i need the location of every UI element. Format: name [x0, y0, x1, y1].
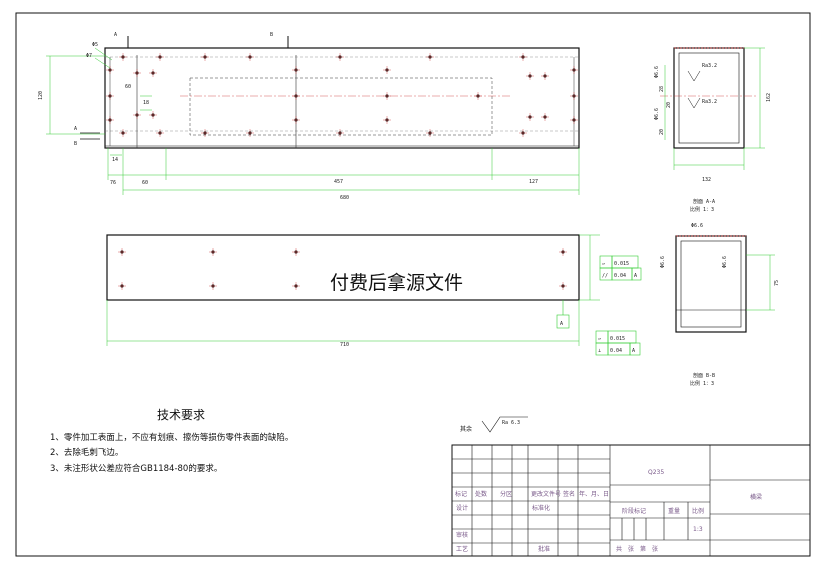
datum-frame: [556, 314, 570, 329]
section-b-b-dim2: Φ6.6: [691, 223, 703, 229]
tol4-datum: A: [632, 348, 635, 354]
datum-label: A: [560, 321, 563, 327]
dim-bottom-small: 14: [112, 157, 118, 163]
tb-sheets: 共 张 第 张: [616, 545, 658, 553]
title-block-material: Q235: [648, 469, 664, 476]
front-view-outline: [104, 47, 580, 149]
title-block-part-name: 横梁: [750, 493, 762, 501]
section-b-b-scale: 比例 1：3: [690, 380, 714, 387]
tol2-value: 0.04: [614, 273, 626, 279]
watermark-text: 付费后拿源文件: [330, 271, 463, 294]
dim-hole-spacing: 60: [125, 84, 131, 90]
dim-bottom-overall: 710: [340, 342, 349, 348]
section-a-a-dim4: 20: [666, 102, 672, 108]
ra-aa-2: Ra3.2: [702, 99, 717, 105]
tb-scale-label: 比例: [692, 507, 704, 515]
section-a-a-scale: 比例 1：3: [690, 206, 714, 213]
tb-label-date: 年、月、日: [579, 490, 609, 498]
dim-left-offset: 76: [110, 180, 116, 186]
tech-requirements: 技术要求 1、零件加工表面上，不应有划痕、擦伤等损伤零件表面的缺陷。 2、去除毛…: [50, 408, 293, 474]
tol3-symbol: ▱: [598, 336, 601, 342]
roughness-value: Ra 6.3: [502, 420, 520, 426]
tol2-symbol: //: [602, 273, 608, 279]
bottom-view-dim-lines: [106, 234, 600, 346]
section-b-b-dim3: 75: [774, 280, 780, 286]
section-b-b-outline: [675, 235, 747, 333]
tol1-symbol: ▱: [602, 261, 605, 267]
tb-label-sign: 签名: [563, 490, 575, 498]
pocket-hidden-outline: [189, 77, 493, 136]
dim-right: 127: [529, 179, 538, 185]
section-a-a-height: 162: [766, 93, 772, 102]
tech-requirement-1: 1、零件加工表面上，不应有划痕、擦伤等损伤零件表面的缺陷。: [50, 432, 293, 443]
section-a-a: Ra3.2 Ra3.2 132 162 Φ6.6 28 Φ6.6 20 20 剖…: [654, 47, 772, 213]
section-a-a-dim1: 28: [659, 86, 665, 92]
section-mark-a-side: A: [74, 126, 77, 132]
section-b-b: 75 Φ6.6 Φ6.6 Φ6.6 剖面 B-B 比例 1：3: [660, 223, 780, 387]
section-mark-b-side: B: [74, 141, 77, 147]
tb-label-mark: 标记: [455, 490, 467, 498]
dim-overall: 680: [340, 195, 349, 201]
tech-requirements-title: 技术要求: [157, 408, 205, 422]
section-a-a-width: 132: [702, 177, 711, 183]
tech-requirement-2: 2、去除毛刺飞边。: [50, 447, 123, 458]
dim-hole-phi1: Φ5: [92, 42, 98, 48]
roughness-prefix: 其余: [460, 425, 472, 433]
front-view: A B A B 120 76 60: [38, 32, 580, 201]
tb-label-change-doc: 更改文件号: [531, 490, 561, 498]
section-mark-b-top: B: [270, 32, 273, 38]
dim-height: 120: [38, 91, 44, 100]
title-block: Q235 横梁 标记 处数 分区 更改文件号 签名 年、月、日 设计 标准化 审…: [451, 444, 811, 557]
tb-scale-value: 1:3: [693, 526, 703, 533]
sheet-border: [15, 12, 811, 557]
front-view-holes: [106, 53, 578, 137]
tol4-symbol: ⊥: [598, 348, 601, 354]
tb-label-count: 处数: [475, 490, 487, 498]
section-b-b-dim0: Φ6.6: [660, 256, 666, 268]
tb-label-zone: 分区: [500, 490, 512, 498]
tol3-value: 0.015: [610, 336, 625, 342]
section-mark-a-top: A: [114, 32, 117, 38]
section-b-b-title: 剖面 B-B: [693, 372, 715, 379]
section-a-a-title: 剖面 A-A: [693, 198, 715, 205]
section-b-b-dim1: Φ6.6: [722, 256, 728, 268]
tol1-value: 0.015: [614, 261, 629, 267]
tb-stage-mark: 阶段标记: [622, 507, 646, 515]
tb-weight: 重量: [668, 507, 680, 515]
tb-design: 设计: [456, 504, 468, 512]
section-a-a-dim0: Φ6.6: [654, 66, 660, 78]
front-view-dim-lines: [46, 47, 580, 195]
ra-aa-1: Ra3.2: [702, 63, 717, 69]
bottom-view: 710 A ▱ 0.015 // 0.04 A ▱ 0.015 ⊥ 0.04 A: [106, 234, 642, 356]
dim-left-second: 60: [142, 180, 148, 186]
bottom-view-outline: [106, 234, 580, 301]
dim-mid: 457: [334, 179, 343, 185]
roughness-note: 其余 Ra 6.3: [460, 416, 528, 433]
tb-review: 审核: [456, 531, 468, 539]
tb-standardize: 标准化: [532, 504, 550, 512]
section-a-a-dim3: 20: [659, 129, 665, 135]
dim-hole-small: 18: [143, 100, 149, 106]
tb-process: 工艺: [456, 545, 468, 553]
tol2-datum: A: [634, 273, 637, 279]
bottom-view-holes: [118, 248, 567, 290]
tech-requirement-3: 3、未注形状公差应符合GB1184-80的要求。: [50, 463, 222, 474]
tol4-value: 0.04: [610, 348, 622, 354]
tb-approve: 批准: [538, 545, 550, 553]
section-a-a-dim2: Φ6.6: [654, 108, 660, 120]
dim-hole-phi2: Φ7: [86, 53, 92, 59]
